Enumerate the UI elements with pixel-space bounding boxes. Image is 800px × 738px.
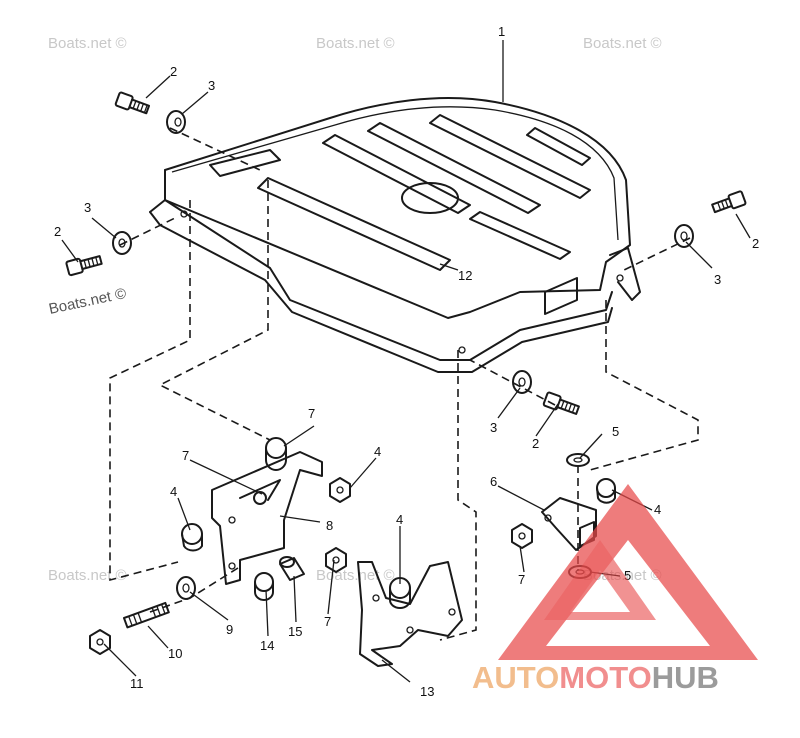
washer <box>176 576 196 600</box>
callout-label: 6 <box>490 474 497 489</box>
callout-label: 5 <box>612 424 619 439</box>
callout-label: 12 <box>458 268 472 283</box>
washer <box>112 231 132 255</box>
callout-label: 3 <box>714 272 721 287</box>
bracket-part-13 <box>357 561 463 667</box>
spacer <box>389 577 411 609</box>
bushing <box>181 523 203 552</box>
callout-label: 2 <box>752 236 759 251</box>
washer <box>674 224 694 248</box>
callout-label: 4 <box>374 444 381 459</box>
automotohub-logo: AUTOMOTOHUB <box>472 484 758 695</box>
bolt <box>114 91 151 115</box>
callout-label: 5 <box>624 568 631 583</box>
callout-label: 14 <box>260 638 274 653</box>
callout-label: 15 <box>288 624 302 639</box>
leader-lines <box>61 40 751 683</box>
callout-label: 2 <box>54 224 61 239</box>
nut <box>511 523 533 549</box>
nut <box>329 477 351 503</box>
watermark: Boats.net © <box>316 567 395 584</box>
spacer <box>265 437 287 471</box>
spacer <box>254 572 274 601</box>
callout-label: 3 <box>208 78 215 93</box>
callout-label: 2 <box>170 64 177 79</box>
callout-label: 3 <box>490 420 497 435</box>
watermark: Boats.net © <box>316 35 395 52</box>
callout-label: 2 <box>532 436 539 451</box>
bracket-part-8 <box>211 451 323 585</box>
cover-part-1 <box>149 97 641 373</box>
callout-label: 8 <box>326 518 333 533</box>
watermark: Boats.net © <box>48 567 127 584</box>
callout-label: 1 <box>498 24 505 39</box>
bolt <box>65 255 103 277</box>
callout-label: 9 <box>226 622 233 637</box>
bushing <box>279 556 305 581</box>
callout-label: 7 <box>324 614 331 629</box>
watermark: Boats.net © <box>47 285 127 318</box>
callout-label: 13 <box>420 684 434 699</box>
washer <box>166 110 186 134</box>
bushing <box>596 478 616 504</box>
callout-label: 7 <box>182 448 189 463</box>
nut <box>325 547 347 573</box>
callout-label: 3 <box>84 200 91 215</box>
stud <box>123 601 170 629</box>
callout-label: 4 <box>654 502 661 517</box>
callout-label: 4 <box>396 512 403 527</box>
watermark: Boats.net © <box>583 35 662 52</box>
callout-label: 11 <box>130 676 144 691</box>
bolt <box>542 391 580 415</box>
logo-text: AUTOMOTOHUB <box>472 660 719 695</box>
washer <box>512 370 532 394</box>
callout-label: 4 <box>170 484 177 499</box>
hardware <box>65 91 747 655</box>
washer <box>566 453 590 467</box>
watermark: Boats.net © <box>48 35 127 52</box>
callout-label: 7 <box>308 406 315 421</box>
bolt <box>711 190 747 214</box>
callout-label: 10 <box>168 646 182 661</box>
assembly-lines <box>109 127 699 641</box>
callouts: 1 2 3 3 2 2 3 12 3 2 7 7 4 4 8 4 9 10 11… <box>54 24 759 699</box>
nut <box>89 629 111 655</box>
callout-label: 7 <box>518 572 525 587</box>
